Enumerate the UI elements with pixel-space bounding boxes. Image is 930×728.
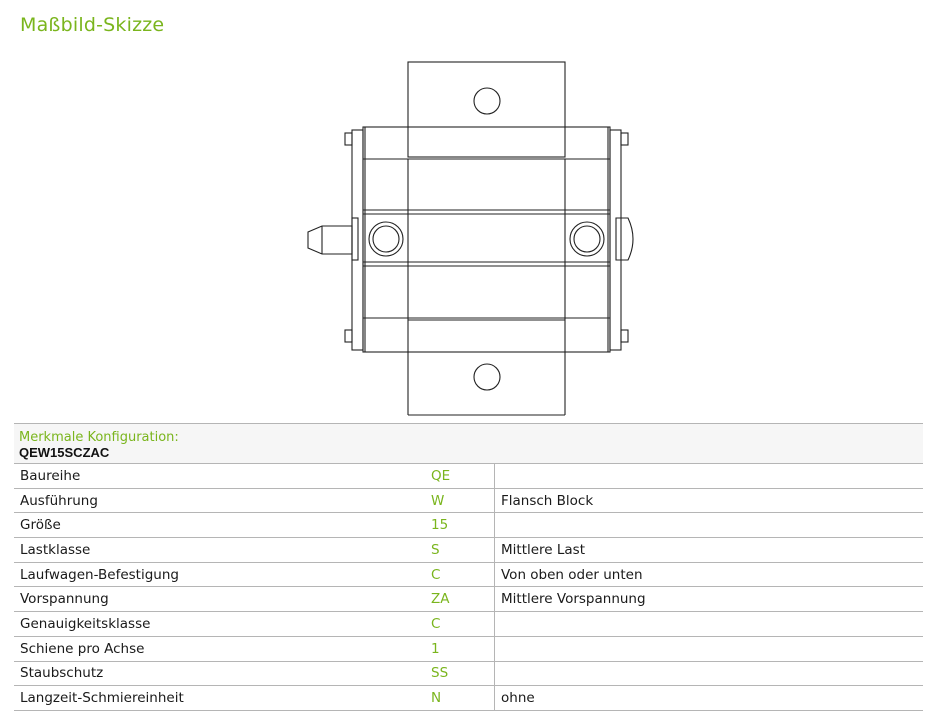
drawing-right-hole: [569, 221, 605, 257]
drawing-top-block: [407, 61, 566, 158]
feature-code: S: [425, 538, 495, 562]
feature-code: 1: [425, 636, 495, 661]
feature-code: C: [425, 612, 495, 636]
table-row: Baureihe QE: [14, 464, 923, 489]
feature-code: ZA: [425, 587, 495, 612]
feature-description: Flansch Block: [501, 492, 594, 509]
drawing-top-hole: [473, 87, 501, 115]
feature-name: Schiene pro Achse: [20, 640, 145, 657]
feature-description: Mittlere Last: [501, 541, 586, 558]
configuration-header: Merkmale Konfiguration: QEW15SCZAC: [14, 423, 923, 464]
feature-name: Baureihe: [20, 467, 81, 484]
table-row: Genauigkeitsklasse C: [14, 612, 923, 637]
table-row: Größe 15: [14, 513, 923, 539]
configuration-code: QEW15SCZAC: [19, 445, 110, 460]
feature-name: Langzeit-Schmiereinheit: [20, 690, 184, 707]
section-heading: Maßbild-Skizze: [20, 14, 165, 36]
feature-name: Genauigkeitsklasse: [20, 615, 151, 632]
feature-description: Von oben oder unten: [501, 566, 643, 583]
configuration-label: Merkmale Konfiguration:: [19, 430, 179, 445]
feature-code: W: [425, 488, 495, 513]
table-row: Schiene pro Achse 1: [14, 636, 923, 662]
feature-code: C: [425, 562, 495, 587]
feature-code: SS: [425, 661, 495, 686]
feature-description: Mittlere Vorspannung: [501, 591, 646, 608]
feature-description: ohne: [501, 690, 535, 707]
table-row: Staubschutz SS: [14, 661, 923, 687]
feature-name: Staubschutz: [20, 665, 104, 682]
drawing-bottom-hole: [473, 363, 501, 391]
feature-code: 15: [425, 513, 495, 538]
feature-name: Laufwagen-Befestigung: [20, 566, 179, 583]
drawing-end-cap: [615, 217, 634, 261]
table-row: Vorspannung ZA Mittlere Vorspannung: [14, 587, 923, 613]
table-row: Laufwagen-Befestigung C Von oben oder unte…: [14, 562, 923, 588]
feature-name: Ausführung: [20, 492, 98, 509]
feature-name: Größe: [20, 517, 61, 534]
table-row: Ausführung W Flansch Block: [14, 488, 923, 514]
feature-code: QE: [425, 464, 495, 488]
table-row: Lastklasse S Mittlere Last: [14, 538, 923, 563]
feature-name: Vorspannung: [20, 591, 109, 608]
drawing-left-hole: [368, 221, 404, 257]
feature-code: N: [425, 686, 495, 710]
feature-name: Lastklasse: [20, 541, 91, 558]
drawing-grease-nipple: [307, 225, 353, 255]
configuration-table: Merkmale Konfiguration: QEW15SCZAC Baure…: [14, 423, 923, 711]
dimension-drawing: [307, 61, 634, 416]
